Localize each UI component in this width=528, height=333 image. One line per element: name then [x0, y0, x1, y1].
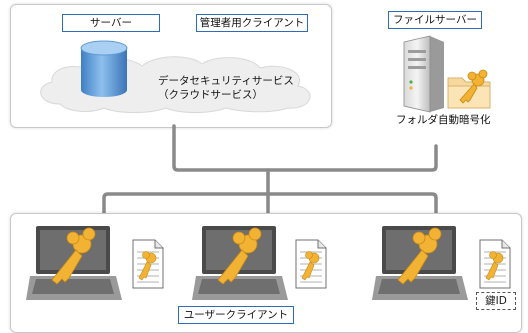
user-client-tag: ユーザークライアント [178, 306, 294, 324]
database-cylinder-icon [80, 40, 128, 97]
file-server-tag: ファイルサーバー [388, 11, 482, 29]
folder-encryption-caption: フォルダ自動暗号化 [396, 114, 491, 126]
service-name-line2: （クラウドサービス） [158, 89, 263, 101]
service-name-line1: データセキュリティサービス [158, 75, 294, 87]
document-key-icon [479, 239, 511, 289]
laptop-key-icon [192, 226, 288, 300]
laptop-key-icon [372, 226, 468, 300]
document-key-icon [132, 239, 164, 289]
laptop-key-icon [26, 226, 122, 300]
admin-client-tag: 管理者用クライアント [196, 14, 308, 32]
server-tag: サーバー [62, 14, 160, 32]
document-key-icon [295, 239, 327, 289]
folder-key-icon [447, 69, 491, 109]
server-tower-icon [403, 35, 444, 113]
key-id-label: 鍵ID [476, 292, 516, 310]
network-lines [102, 124, 438, 216]
